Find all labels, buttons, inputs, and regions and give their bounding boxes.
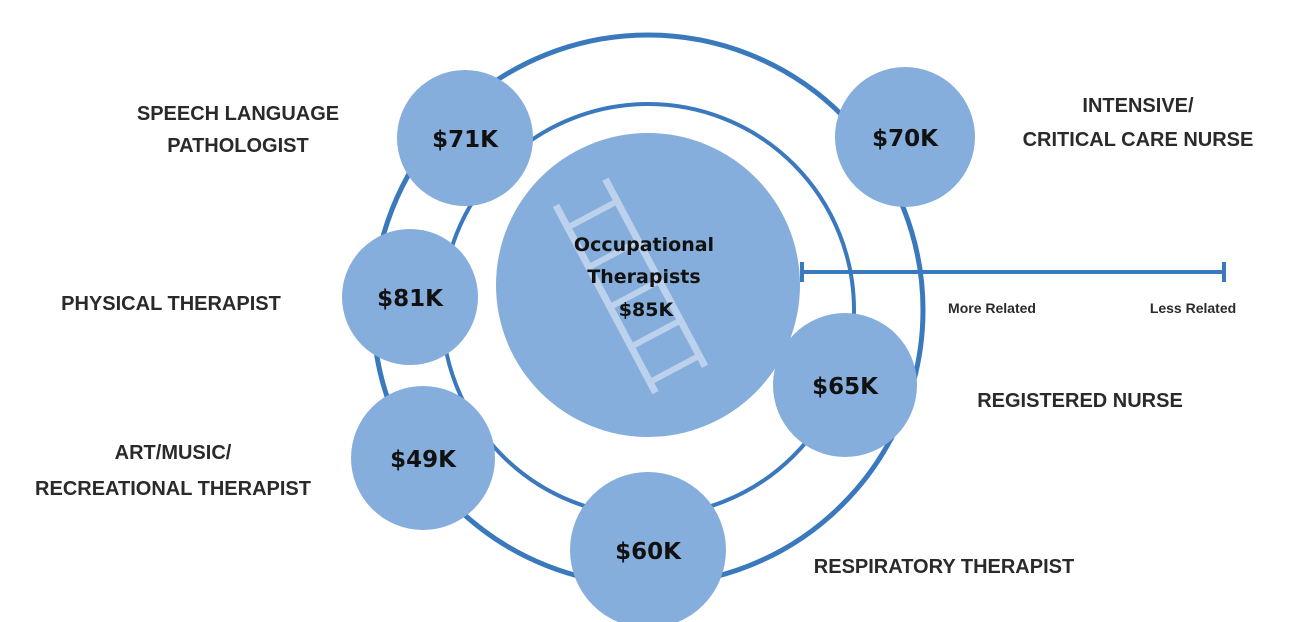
salary-value: $70K	[872, 126, 939, 152]
salary-bubble	[835, 67, 975, 207]
occupation-node-art: $49K ART/MUSIC/RECREATIONAL THERAPIST	[35, 386, 495, 530]
occupation-label: PHYSICAL THERAPIST	[61, 293, 281, 315]
salary-bubble	[397, 70, 533, 206]
legend-near-label: More Related	[948, 300, 1036, 316]
occupation-label: RESPIRATORY THERAPIST	[814, 556, 1074, 578]
salary-bubble	[773, 313, 917, 457]
occupation-node-intensive: $70K INTENSIVE/CRITICAL CARE NURSE	[835, 67, 1253, 207]
occupation-label: CRITICAL CARE NURSE	[1023, 129, 1254, 151]
salary-value: $65K	[812, 374, 879, 400]
occupation-label: REGISTERED NURSE	[977, 390, 1183, 412]
occupation-label: PATHOLOGIST	[167, 135, 308, 157]
salary-value: $49K	[390, 447, 457, 473]
occupation-nodes: $71K SPEECH LANGUAGE PATHOLOGIST $70K INTENS…	[35, 67, 1253, 622]
occupation-node-physical: $81K PHYSICAL THERAPIST	[61, 229, 478, 365]
legend-far-label: Less Related	[1150, 300, 1236, 316]
salary-bubble	[351, 386, 495, 530]
center-salary: $85K	[619, 299, 675, 321]
ladder-icon	[552, 177, 709, 395]
center-title-line2: Therapists	[587, 266, 700, 288]
center-title-line1: Occupational	[574, 234, 714, 256]
salary-value: $81K	[377, 286, 444, 312]
occupation-node-speech: $71K SPEECH LANGUAGE PATHOLOGIST	[137, 70, 533, 206]
salary-value: $60K	[615, 539, 682, 565]
salary-bubble	[342, 229, 478, 365]
relatedness-legend: More Related Less Related	[800, 262, 1236, 316]
occupation-node-respiratory: $60K RESPIRATORY THERAPIST	[570, 472, 1074, 622]
salary-value: $71K	[432, 127, 499, 153]
occupation-label: INTENSIVE/	[1082, 95, 1194, 117]
occupation-node-registered: $65K REGISTERED NURSE	[773, 313, 1183, 457]
occupation-label: ART/MUSIC/	[115, 442, 232, 464]
occupation-label: RECREATIONAL THERAPIST	[35, 478, 311, 500]
occupation-label: SPEECH LANGUAGE	[137, 103, 339, 125]
salary-bubble	[570, 472, 726, 622]
